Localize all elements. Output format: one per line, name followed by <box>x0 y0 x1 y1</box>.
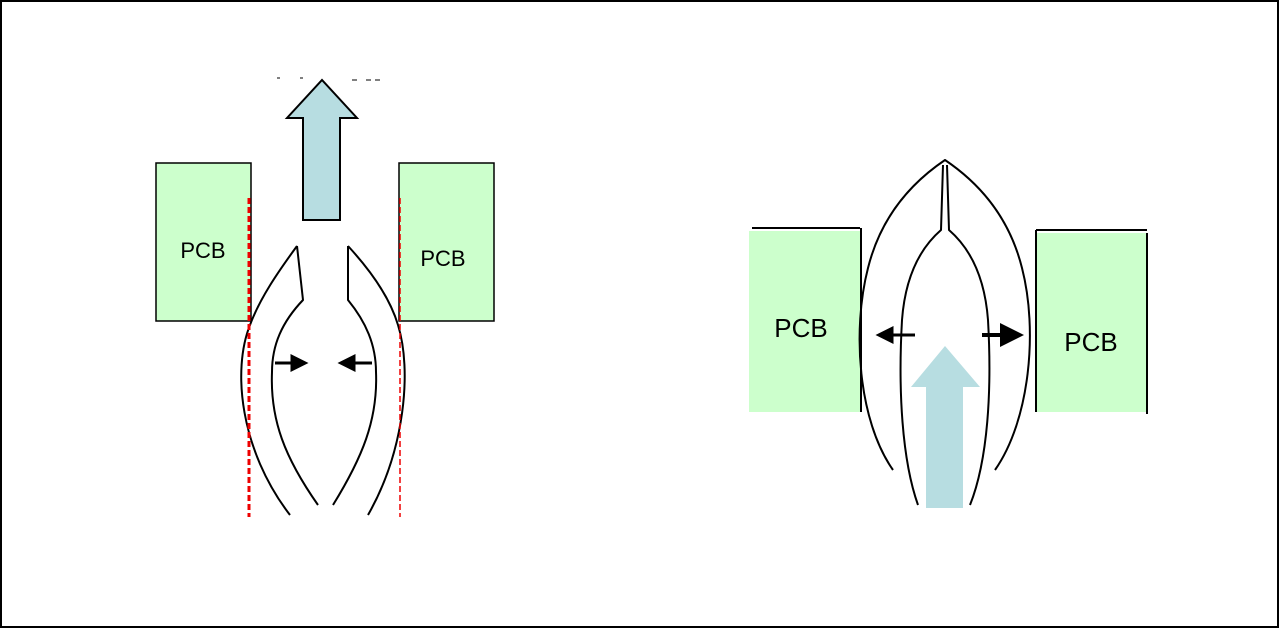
pin-left-inner-contour <box>270 245 319 506</box>
residual-marks <box>277 77 380 81</box>
pcb-block-left <box>155 162 252 322</box>
left-diagram: PCB PCB <box>155 77 495 517</box>
pcb-label-right: PCB <box>1064 327 1117 357</box>
pin-right-inner-contour <box>332 246 378 506</box>
pcb-block-left <box>749 231 860 412</box>
pull-out-arrow <box>284 78 360 221</box>
press-fit-pin-compressed <box>240 245 406 516</box>
pin-right-outer-contour <box>347 245 406 516</box>
right-diagram: PCB PCB <box>749 159 1148 508</box>
press-fit-pin-expanded <box>858 159 1031 506</box>
pcb-label-left: PCB <box>774 313 827 343</box>
pcb-block-right <box>1036 233 1147 412</box>
pin-outer-contour <box>858 159 1031 471</box>
pin-inner-contour-right <box>946 164 991 506</box>
pin-left-outer-contour <box>240 245 298 516</box>
pcb-label-right: PCB <box>420 246 465 271</box>
pcb-label-left: PCB <box>180 238 225 263</box>
insertion-arrow <box>911 346 980 508</box>
pin-inner-contour-left <box>899 164 944 506</box>
pcb-block-right <box>398 162 495 322</box>
